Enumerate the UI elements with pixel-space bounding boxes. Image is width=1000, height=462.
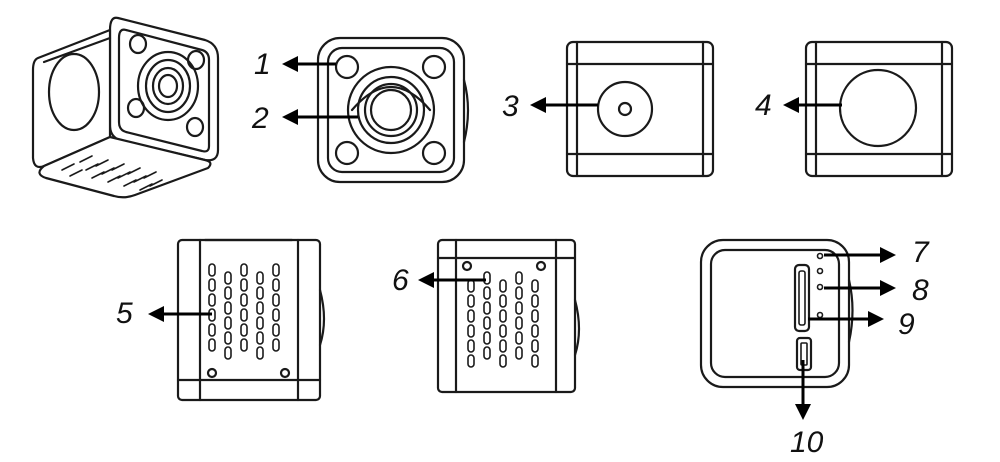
vent-slot (256, 301, 264, 315)
vent-slot (224, 331, 232, 345)
callout-10: 10 (790, 426, 824, 459)
top-view (436, 238, 581, 394)
vent-slot (224, 346, 232, 360)
vent-slot (515, 271, 523, 285)
vent-slot (240, 323, 248, 337)
vent-slot (531, 339, 539, 353)
vent-slot (483, 331, 491, 345)
corner-screw (334, 54, 360, 80)
callout-labels: 1 2 3 4 5 6 7 8 9 10 (116, 48, 930, 459)
vent-slot (256, 271, 264, 285)
callout-5: 5 (116, 297, 133, 330)
vent-slot (515, 331, 523, 345)
vent-slot (224, 286, 232, 300)
vent-slot (515, 316, 523, 330)
vent-slot (467, 354, 475, 368)
led-indicator (816, 252, 824, 260)
corner-screw (334, 140, 360, 166)
vent-slot (224, 301, 232, 315)
vent-slot (208, 263, 216, 277)
vent-slot (515, 301, 523, 315)
callout-8: 8 (912, 274, 929, 307)
vent-slot (531, 354, 539, 368)
vent-slot (272, 263, 280, 277)
vent-slots (208, 263, 280, 360)
callout-3: 3 (502, 90, 519, 123)
vent-slot (256, 346, 264, 360)
back-view (699, 238, 854, 389)
vent-slot (240, 263, 248, 277)
vent-slot (224, 271, 232, 285)
screw (535, 260, 547, 272)
vent-slot (240, 293, 248, 307)
vent-slot (483, 316, 491, 330)
vent-slot (531, 279, 539, 293)
vent-slot (467, 324, 475, 338)
vent-slot (515, 286, 523, 300)
vent-slot (256, 316, 264, 330)
vent-slot (240, 278, 248, 292)
memory-card-slot (793, 263, 811, 333)
vent-slot (240, 308, 248, 322)
vent-slot (467, 309, 475, 323)
vent-slot (208, 338, 216, 352)
vent-slot (272, 323, 280, 337)
vent-slot (531, 309, 539, 323)
callout-4: 4 (755, 89, 772, 122)
bottom-vent-slots (61, 155, 163, 191)
vent-slot (272, 278, 280, 292)
vent-slots (467, 271, 539, 368)
vent-slot (256, 331, 264, 345)
vent-slot (499, 279, 507, 293)
corner-screw (421, 54, 447, 80)
bottom-view (176, 238, 326, 402)
callout-1: 1 (254, 48, 271, 81)
side-view-left (565, 40, 715, 178)
screw (279, 367, 291, 379)
vent-slot (272, 293, 280, 307)
arrows (148, 56, 896, 420)
vent-slot (467, 294, 475, 308)
vent-slot (256, 286, 264, 300)
callout-2: 2 (251, 102, 269, 135)
screw (461, 260, 473, 272)
vent-slot (499, 324, 507, 338)
vent-slot (483, 271, 491, 285)
front-view (316, 36, 470, 184)
vent-slot (499, 354, 507, 368)
vent-slot (499, 294, 507, 308)
vent-slot (208, 293, 216, 307)
vent-slot (224, 316, 232, 330)
vent-slot (272, 338, 280, 352)
side-view-right (804, 40, 954, 178)
corner-screw (421, 140, 447, 166)
vent-slot (515, 346, 523, 360)
vent-slot (499, 339, 507, 353)
vent-slot (208, 278, 216, 292)
screw (206, 367, 218, 379)
vent-slot (240, 338, 248, 352)
isometric-view (31, 16, 220, 199)
vent-slot (208, 323, 216, 337)
vent-slot (467, 279, 475, 293)
vent-slot (531, 294, 539, 308)
vent-slot (467, 339, 475, 353)
vent-slot (483, 346, 491, 360)
led-indicator (816, 267, 824, 275)
vent-slot (499, 309, 507, 323)
vent-slot (483, 301, 491, 315)
vent-slot (272, 308, 280, 322)
led-indicator (816, 283, 824, 291)
callout-9: 9 (898, 308, 915, 341)
reset-hole (816, 311, 824, 319)
vent-slot (531, 324, 539, 338)
callout-7: 7 (912, 236, 930, 269)
vent-slot (483, 286, 491, 300)
callout-6: 6 (392, 264, 409, 297)
